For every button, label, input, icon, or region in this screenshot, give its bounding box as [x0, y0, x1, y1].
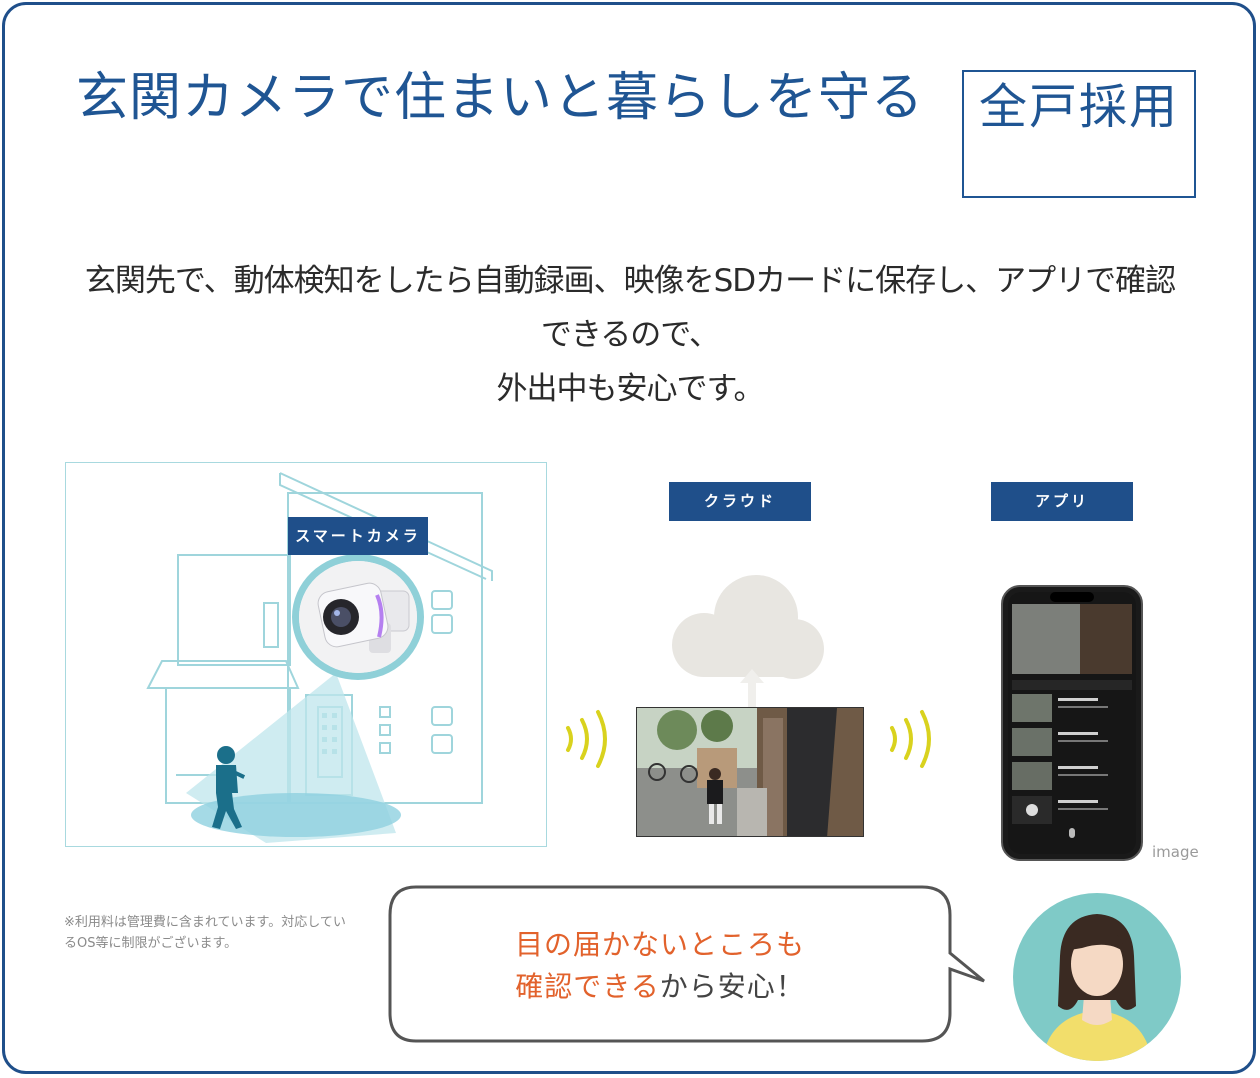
description-line-3: 外出中も安心です。 [496, 371, 765, 407]
image-note: image [1152, 843, 1199, 861]
woman-avatar [1013, 893, 1181, 1061]
footnote: ※利用料は管理費に含まれています。対応しているOS等に制限がございます。 [64, 915, 346, 951]
cloud-label: クラウド [669, 482, 811, 521]
wireless-signal-icon [566, 710, 607, 768]
all-units-badge: 全戸採用 [962, 70, 1196, 198]
cloud-icon [672, 575, 824, 707]
camera-icon [299, 561, 417, 673]
speech-bubble [388, 885, 985, 1043]
smart-camera-image [292, 554, 424, 680]
description: 玄関先で、動体検知をしたら自動録画、映像をSDカードに保存し、アプリで確認 でき… [40, 254, 1220, 416]
description-line-2: できるので、 [540, 317, 720, 353]
speech-line-2-rest: から安心！ [659, 970, 805, 1003]
house-drawing [146, 472, 493, 843]
speech-line-2-highlight: 確認できる [515, 970, 660, 1003]
wireless-signal-icon-right [890, 710, 931, 768]
app-label: アプリ [991, 482, 1133, 521]
recorded-footage-image [636, 707, 864, 837]
speech-line-1: 目の届かないところも [514, 928, 805, 961]
page-title: 玄関カメラで住まいと暮らしを守る [75, 68, 924, 128]
smart-camera-label: スマートカメラ [288, 517, 428, 555]
footage-scene [637, 708, 863, 836]
speech-text: 目の届かないところも 確認できるから安心！ [440, 924, 880, 1008]
description-line-1: 玄関先で、動体検知をしたら自動録画、映像をSDカードに保存し、アプリで確認 [84, 263, 1176, 299]
smartphone-app-icon [1001, 585, 1143, 861]
